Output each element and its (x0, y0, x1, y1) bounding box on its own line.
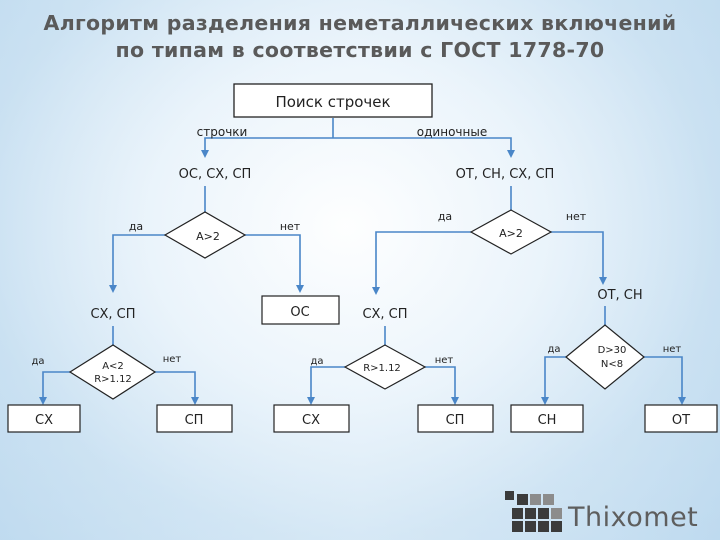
arrow-icon (678, 397, 686, 405)
decision-5-no: нет (663, 344, 682, 355)
arrow-icon (39, 397, 47, 405)
left-no-box (261, 295, 340, 325)
arrow-icon (201, 150, 209, 158)
connector-d3-yes (42, 371, 70, 402)
arrow-icon (451, 397, 459, 405)
root-label: Поиск строчек (275, 93, 390, 111)
arrow-icon (599, 277, 607, 285)
leaf-sp-2: СП (446, 413, 465, 428)
decision-3-yes: да (31, 356, 44, 367)
decision-4-label: R>1.12 (363, 363, 401, 374)
leaf-sx-1-box (7, 404, 81, 433)
decision-1-yes: да (129, 220, 143, 233)
connector-d4-yes (310, 366, 345, 402)
arrow-icon (541, 397, 549, 405)
leaf-sn-box (510, 404, 584, 433)
connector-d2-no (551, 231, 604, 282)
right-group-label: ОТ, СН, СХ, СП (456, 167, 555, 182)
connector-d4-no (425, 366, 456, 402)
right-yes-result: СХ, СП (362, 307, 407, 322)
decision-4-diamond (343, 344, 427, 390)
leaf-ot-box (644, 404, 718, 433)
leaf-sx-2-box (273, 404, 350, 433)
decision-3-line-1: A<2 (102, 361, 124, 372)
leaf-sp-2-box (417, 404, 494, 433)
title-line-2: по типам в соответствии с ГОСТ 1778-70 (115, 38, 605, 62)
decision-2-diamond (469, 209, 553, 255)
right-no-result: ОТ, СН (597, 288, 642, 303)
branch-right-label: одиночные (417, 125, 487, 139)
decision-2-yes: да (438, 210, 452, 223)
left-no-result: ОС (290, 305, 309, 320)
arrow-icon (307, 397, 315, 405)
slide-title: Алгоритм разделения неметаллических вклю… (0, 10, 720, 64)
decision-4-yes: да (310, 356, 323, 367)
leaf-ot: ОТ (672, 413, 690, 428)
connectors (42, 118, 683, 402)
decision-1-label: A>2 (196, 230, 220, 243)
arrow-icon (372, 287, 380, 295)
leaf-sp-1-box (156, 404, 233, 433)
leaf-sn: СН (538, 413, 557, 428)
left-yes-result: СХ, СП (90, 307, 135, 322)
arrow-icon (296, 285, 304, 293)
leaf-sx-1: СХ (35, 413, 53, 428)
arrow-icon (109, 285, 117, 293)
arrow-icon (507, 150, 515, 158)
connector-d1-no (245, 234, 301, 290)
decision-2-no: нет (566, 210, 587, 223)
thixomet-logo-icon (505, 491, 562, 532)
arrow-icon (191, 397, 199, 405)
branch-left-label: строчки (197, 125, 248, 139)
decision-5-line-2: N<8 (601, 359, 623, 370)
decision-3-line-2: R>1.12 (94, 374, 132, 385)
decision-5-yes: да (547, 344, 560, 355)
connector-d2-yes (375, 231, 471, 292)
root-box (233, 83, 433, 118)
connector-d5-no (644, 356, 683, 402)
logo-text: Thixomet (568, 502, 699, 533)
connector-root-split (204, 137, 512, 155)
decision-1-no: нет (280, 220, 301, 233)
leaf-sp-1: СП (185, 413, 204, 428)
decision-3-no: нет (163, 354, 182, 365)
decision-1-diamond (163, 211, 247, 259)
decision-5-diamond (565, 324, 645, 390)
arrowheads (39, 150, 686, 405)
leaf-sx-2: СХ (302, 413, 320, 428)
decision-5-line-1: D>30 (598, 345, 627, 356)
decision-3-diamond (68, 344, 157, 400)
connector-d1-yes (112, 234, 165, 290)
decision-4-no: нет (435, 355, 454, 366)
title-line-1: Алгоритм разделения неметаллических вклю… (43, 11, 677, 35)
connector-d5-yes (544, 356, 566, 402)
decision-2-label: A>2 (499, 227, 523, 240)
connector-d3-no (155, 371, 196, 402)
left-group-label: ОС, СХ, СП (179, 167, 252, 182)
